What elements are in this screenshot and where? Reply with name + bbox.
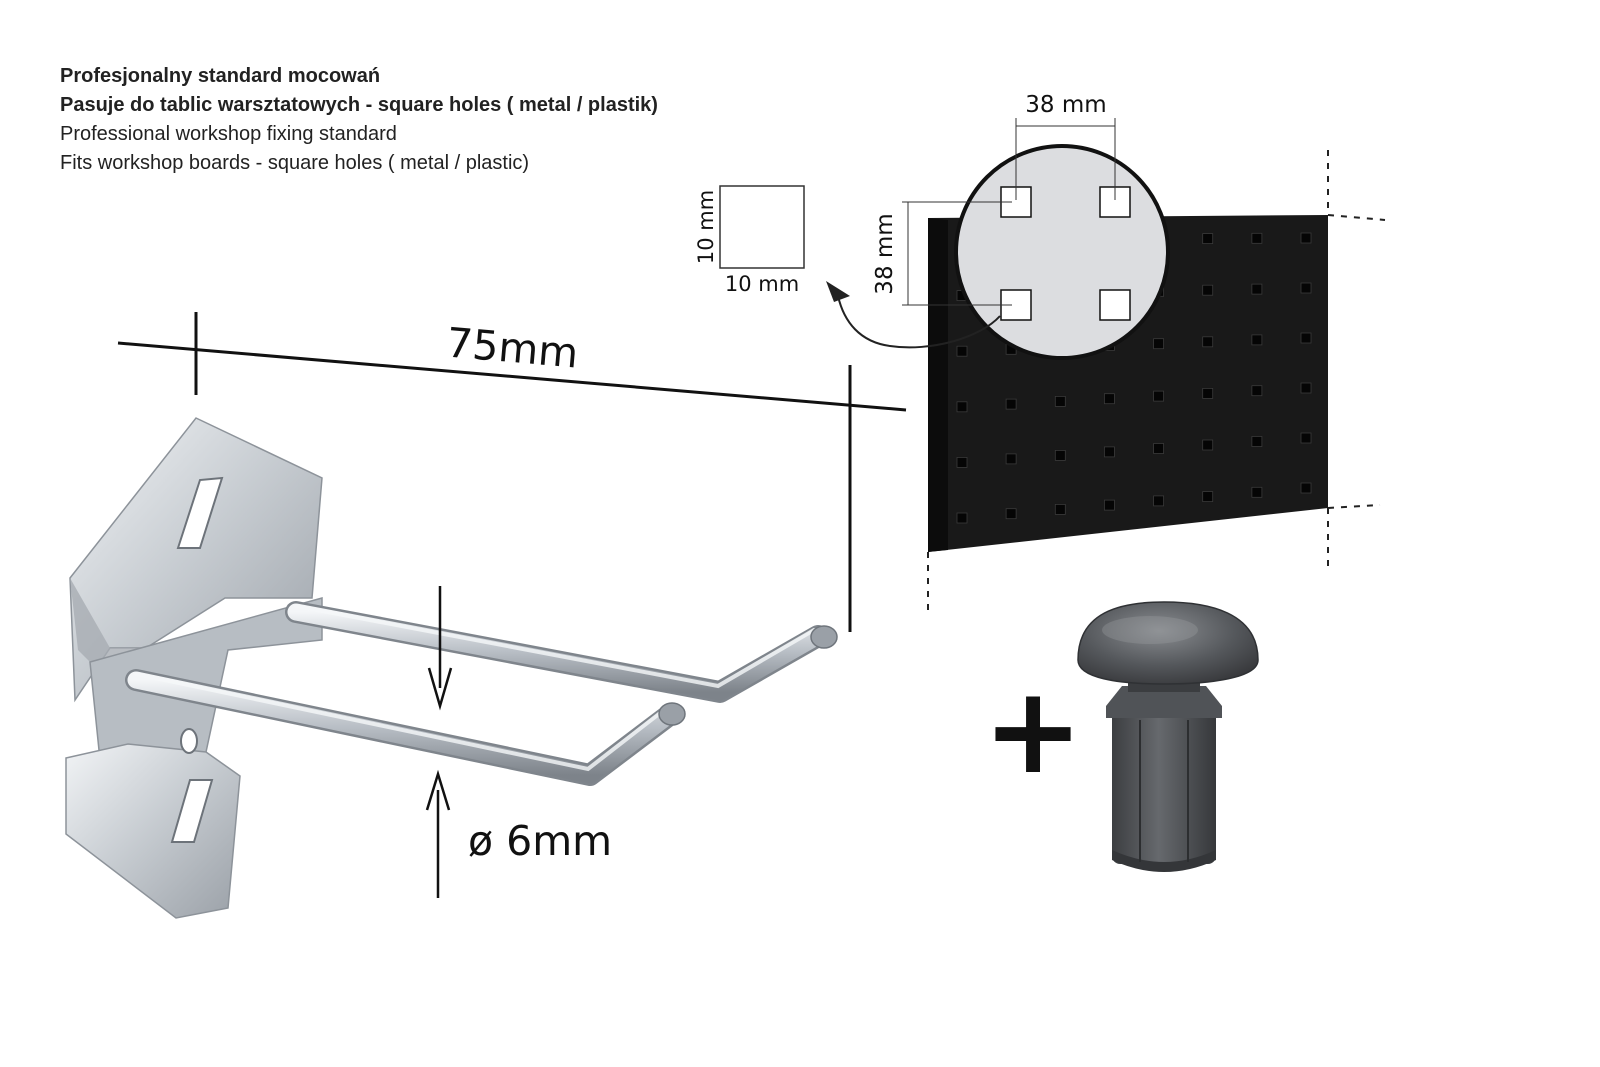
pegboard-hole [1202, 491, 1214, 503]
plate-slot [170, 779, 214, 843]
pegboard-hole [1153, 390, 1164, 402]
plus-icon: + [983, 662, 1084, 801]
pegboard-hole [1054, 503, 1066, 515]
pegboard-hole [1005, 453, 1017, 465]
dim-rod-diameter [425, 586, 453, 898]
pegboard-hole [1104, 393, 1115, 405]
pegboard-hole [1202, 233, 1214, 245]
pegboard-hole [956, 512, 968, 524]
pegboard-hole [1300, 332, 1312, 344]
pegboard-hole [1005, 508, 1017, 520]
dim-label-hole-height: 10 mm [694, 190, 718, 264]
pegboard-hole [1054, 449, 1066, 461]
pegboard-hole [1300, 382, 1312, 394]
pegboard-hole [1005, 398, 1017, 410]
plate-screw-hole [180, 728, 198, 754]
hook-back-plate-upper [69, 417, 323, 703]
pegboard-hole [1153, 443, 1164, 454]
pegboard-hole [1300, 432, 1312, 444]
pegboard-hole [1054, 395, 1066, 407]
pegboard-hole [1251, 486, 1263, 498]
zoom-detail: 38 mm 38 mm [872, 92, 1170, 360]
dim-label-spacing-h: 38 mm [1025, 92, 1106, 118]
dim-label-spacing-v: 38 mm [872, 213, 898, 294]
pegboard-hole [1153, 338, 1164, 350]
pegboard-hole [1251, 283, 1263, 295]
plate-slot [176, 476, 224, 549]
pegboard-hole [1202, 387, 1214, 399]
pegboard-hole [956, 345, 968, 357]
hook-back-plate-lower [65, 743, 241, 919]
dim-label-hole-width: 10 mm [725, 272, 799, 296]
plastic-plug [1077, 601, 1259, 872]
dim-label-hook-length: 75mm [445, 318, 581, 377]
header-line-pl-1: Profesjonalny standard mocowań [60, 65, 381, 87]
pegboard-hole [1202, 284, 1214, 296]
pegboard-hole [1300, 482, 1312, 494]
header-line-en-2: Fits workshop boards - square holes ( me… [60, 152, 530, 174]
hole-size-square [719, 185, 805, 269]
pegboard-hole [1251, 385, 1263, 397]
pegboard-hole [1251, 436, 1263, 447]
dim-hook-length [117, 312, 907, 632]
pegboard-hole [1251, 232, 1263, 244]
pegboard-hole [1202, 336, 1214, 348]
header-line-pl-2: Pasuje do tablic warsztatowych - square … [60, 94, 658, 116]
pegboard-hole [956, 456, 968, 468]
hole-size-detail: 10 mm 10 mm [694, 185, 805, 296]
pegboard-hole [1251, 334, 1263, 346]
pegboard-hole [1300, 232, 1312, 244]
dim-spacing-horizontal [1015, 118, 1116, 200]
pegboard-cut-lines [927, 150, 1386, 610]
dim-spacing-vertical [902, 201, 1012, 306]
pegboard-hole [1300, 282, 1312, 294]
description-text: Profesjonalny standard mocowań Pasuje do… [60, 62, 658, 178]
dim-label-rod-diameter: ø 6mm [468, 817, 612, 865]
pegboard-hole [1104, 446, 1115, 458]
pegboard-hole [1104, 499, 1115, 511]
pegboard-hole [1153, 495, 1164, 507]
curved-arrow-icon [826, 281, 1001, 349]
zoom-hole [1099, 289, 1131, 321]
header-line-en-1: Professional workshop fixing standard [60, 123, 397, 145]
pegboard-hole [956, 401, 968, 413]
double-hook [65, 417, 838, 919]
pegboard-hole [1202, 439, 1214, 451]
